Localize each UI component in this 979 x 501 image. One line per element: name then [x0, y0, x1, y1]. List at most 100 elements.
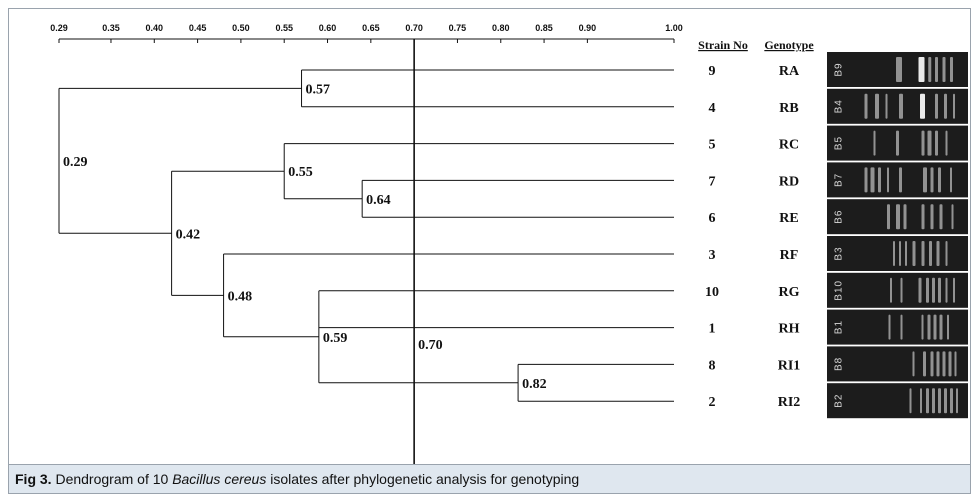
gel-band: [926, 388, 929, 414]
node-0.64-label: 0.64: [366, 193, 391, 208]
gel-band: [887, 204, 890, 230]
gel-band: [896, 57, 902, 82]
node-0.55-label: 0.55: [288, 165, 313, 180]
gel-lane-B7: [827, 162, 968, 198]
gel-band: [935, 57, 938, 82]
node-0.82-label: 0.82: [522, 377, 547, 392]
caption-text-before: Dendrogram of 10: [51, 471, 173, 487]
strain-number: 9: [709, 64, 716, 79]
gel-band: [935, 93, 938, 119]
gel-band: [923, 167, 927, 193]
gel-band: [929, 241, 932, 266]
gel-band: [939, 204, 943, 230]
gel-lane-B1: [827, 309, 968, 345]
gel-band: [893, 241, 895, 266]
node-0.48-label: 0.48: [228, 289, 253, 304]
gel-band: [921, 204, 925, 230]
gel-lane-label: B8: [834, 357, 845, 371]
gel-band: [890, 277, 892, 303]
gel-band: [888, 314, 891, 340]
gel-band: [926, 277, 929, 303]
strain-number: 5: [709, 138, 716, 153]
scale-tick-label: 0.80: [492, 23, 510, 33]
gel-band: [896, 130, 899, 156]
gel-band: [956, 388, 958, 414]
gel-band: [945, 277, 948, 303]
gel-band: [870, 167, 875, 193]
gel-band: [878, 167, 881, 193]
caption-label: Fig 3.: [15, 471, 52, 487]
node-0.42-label: 0.42: [176, 227, 201, 242]
gel-band: [950, 167, 952, 193]
gel-band: [939, 314, 943, 340]
gel-lane-B8: [827, 346, 968, 382]
scale-tick-label: 0.85: [535, 23, 553, 33]
gel-band: [935, 130, 938, 156]
gel-band: [875, 93, 879, 119]
gel-lane-label: B4: [834, 99, 845, 113]
gel-band: [945, 130, 948, 156]
gel-band: [873, 130, 876, 156]
gel-lane-label: B1: [834, 320, 845, 334]
gel-band: [933, 314, 937, 340]
gel-band: [920, 93, 925, 119]
gel-band: [923, 351, 926, 377]
node-0.59-label: 0.59: [323, 331, 348, 346]
strain-header: Strain No: [698, 38, 748, 52]
gel-band: [942, 57, 946, 82]
node-0.57-label: 0.57: [306, 82, 331, 97]
gel-band: [947, 314, 949, 340]
gel-band: [938, 388, 941, 414]
scale-tick-label: 0.40: [146, 23, 164, 33]
gel-band: [932, 388, 935, 414]
genotype-label: RH: [779, 322, 800, 337]
strain-number: 1: [709, 322, 716, 337]
gel-lane-label: B5: [834, 136, 845, 150]
gel-band: [899, 241, 901, 266]
scale-tick-label: 0.90: [579, 23, 597, 33]
gel-band: [896, 204, 900, 230]
gel-band: [930, 351, 934, 377]
gel-band: [918, 277, 922, 303]
scale-tick-label: 0.50: [232, 23, 250, 33]
gel-band: [944, 388, 947, 414]
gel-band: [951, 204, 954, 230]
gel-band: [953, 277, 955, 303]
scale-tick-label: 0.70: [405, 23, 423, 33]
gel-lane-label: B2: [834, 394, 845, 408]
gel-lane-label: B6: [834, 210, 845, 224]
strain-number: 10: [705, 285, 719, 300]
gel-band: [953, 93, 955, 119]
scale-tick-label: 0.55: [275, 23, 293, 33]
gel-band: [921, 130, 925, 156]
strain-number: 8: [709, 358, 716, 373]
caption-text-after: isolates after phylogenetic analysis for…: [266, 471, 580, 487]
gel-band: [927, 130, 932, 156]
strain-number: 4: [709, 101, 716, 116]
cutoff-label: 0.70: [418, 338, 443, 353]
gel-band: [899, 167, 902, 193]
gel-band: [918, 57, 925, 82]
genotype-label: RE: [779, 211, 798, 226]
gel-band: [938, 167, 941, 193]
gel-band: [905, 241, 907, 266]
gel-band: [887, 167, 889, 193]
genotype-label: RA: [779, 64, 800, 79]
gel-band: [899, 93, 903, 119]
gel-band: [864, 93, 868, 119]
gel-band: [864, 167, 868, 193]
gel-band: [948, 351, 952, 377]
gel-band: [921, 241, 925, 266]
gel-band: [912, 351, 915, 377]
genotype-label: RB: [779, 101, 798, 116]
scale-tick-label: 0.29: [50, 23, 68, 33]
gel-band: [912, 241, 916, 266]
gel-band: [885, 93, 888, 119]
gel-lane-label: B9: [834, 62, 845, 76]
gel-band: [938, 277, 941, 303]
gel-band: [900, 314, 903, 340]
gel-band: [936, 241, 940, 266]
genotype-header: Genotype: [764, 38, 814, 52]
